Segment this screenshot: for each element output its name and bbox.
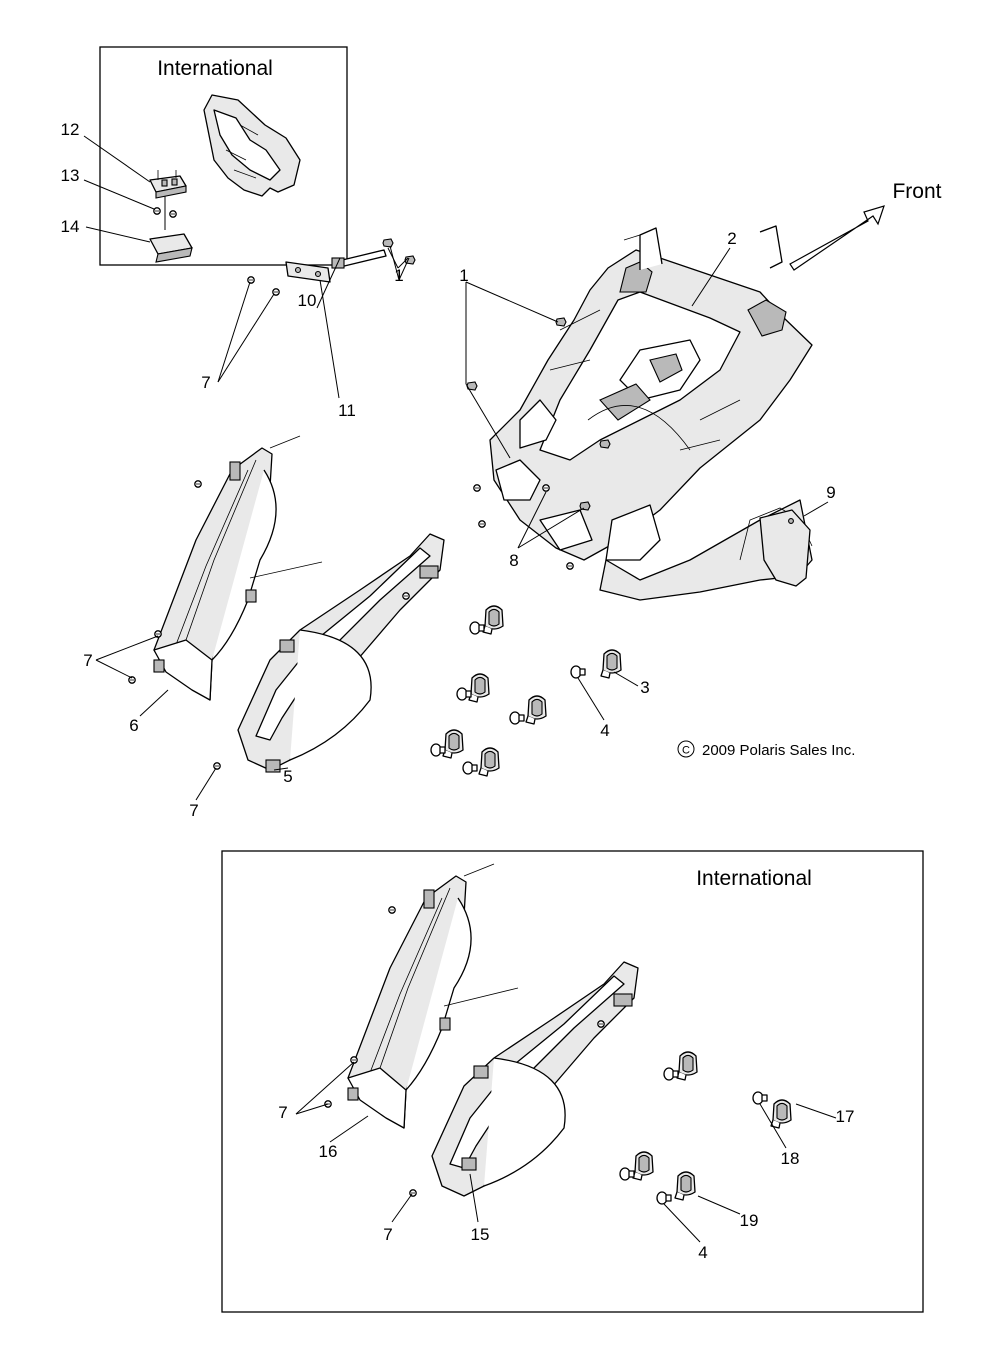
inset-bracket-shape <box>203 94 301 197</box>
part-7-screw <box>213 762 221 770</box>
inset-bottom: International <box>221 850 924 1313</box>
part-nut <box>579 501 591 511</box>
callout-13: 13 <box>61 166 80 185</box>
callout-8: 8 <box>509 551 518 570</box>
part-screw <box>388 906 396 914</box>
part-7-screw <box>247 276 255 284</box>
callout-5: 5 <box>283 767 292 786</box>
part-socket <box>676 1051 698 1081</box>
part-bolt <box>566 562 574 570</box>
callout-11: 11 <box>338 401 356 420</box>
part-13-screw <box>153 207 161 215</box>
inset-bottom-title: International <box>696 867 812 890</box>
part-bolt <box>473 484 481 492</box>
front-label: Front <box>892 180 941 203</box>
callout-1: 1 <box>459 266 468 285</box>
part-bulb <box>663 1067 679 1081</box>
part-10-bolt-rod <box>331 249 387 269</box>
part-bolt <box>478 520 486 528</box>
callout-16: 16 <box>319 1142 338 1161</box>
part-6-taillight-left <box>153 435 323 701</box>
part-4-bulb <box>570 665 586 679</box>
part-5-taillight-right <box>237 533 445 773</box>
part-4-bulb <box>509 711 525 725</box>
part-3-socket <box>468 673 490 703</box>
callout-4: 4 <box>698 1243 707 1262</box>
callout-3: 3 <box>640 678 649 697</box>
front-direction-arrow <box>789 205 885 271</box>
callout-19: 19 <box>740 1211 759 1230</box>
part-4-bulb <box>469 621 485 635</box>
part-12-lamp-housing <box>149 170 187 230</box>
part-screw <box>194 480 202 488</box>
copyright-text: 2009 Polaris Sales Inc. <box>702 742 855 759</box>
part-screw <box>402 592 410 600</box>
callout-7: 7 <box>83 651 92 670</box>
callout-9: 9 <box>826 483 835 502</box>
callout-14: 14 <box>61 217 80 236</box>
inset-top-title: International <box>157 57 273 80</box>
part-3-socket <box>482 605 504 635</box>
copyright-icon <box>677 740 695 758</box>
callout-labels: 12 13 14 1 1 2 10 11 7 9 8 7 6 3 4 5 7 7… <box>61 120 855 1262</box>
callout-15: 15 <box>471 1225 490 1244</box>
part-17-socket <box>770 1099 792 1129</box>
svg-text:C: C <box>682 745 690 757</box>
part-4-bulb <box>430 743 446 757</box>
part-nut <box>599 439 611 449</box>
callout-1: 1 <box>394 266 403 285</box>
callout-2: 2 <box>727 229 736 248</box>
part-4-bulb <box>462 761 478 775</box>
part-3-socket <box>478 747 500 777</box>
part-socket <box>632 1151 654 1181</box>
part-9-skid-bracket <box>759 509 811 587</box>
part-18-bulb <box>752 1091 768 1105</box>
inset-bottom-frame <box>221 850 924 1313</box>
part-19-socket <box>674 1171 696 1201</box>
callout-6: 6 <box>129 716 138 735</box>
callout-7: 7 <box>201 373 210 392</box>
callout-7: 7 <box>383 1225 392 1244</box>
part-3-socket <box>525 695 547 725</box>
part-15-taillight-right <box>431 961 639 1197</box>
part-8-bolt <box>542 484 550 492</box>
part-4-bulb <box>456 687 472 701</box>
leader-lines <box>83 135 837 1243</box>
part-11-plate <box>285 261 331 283</box>
callout-4: 4 <box>600 721 609 740</box>
inset-top-frame <box>99 46 348 266</box>
inset-top: International <box>99 46 348 266</box>
part-3-socket <box>442 729 464 759</box>
part-1-nut <box>382 238 394 248</box>
callout-7: 7 <box>189 801 198 820</box>
callout-12: 12 <box>61 120 80 139</box>
part-13-screw <box>169 210 177 218</box>
callout-18: 18 <box>781 1149 800 1168</box>
part-16-taillight-left <box>347 863 519 1129</box>
part-14-lens <box>149 233 193 263</box>
callout-17: 17 <box>836 1107 855 1126</box>
part-screw <box>597 1020 605 1028</box>
callout-10: 10 <box>298 291 317 310</box>
copyright-notice: C 2009 Polaris Sales Inc. <box>677 740 855 759</box>
callout-7: 7 <box>278 1103 287 1122</box>
part-bulb <box>619 1167 635 1181</box>
part-4-bulb <box>656 1191 672 1205</box>
